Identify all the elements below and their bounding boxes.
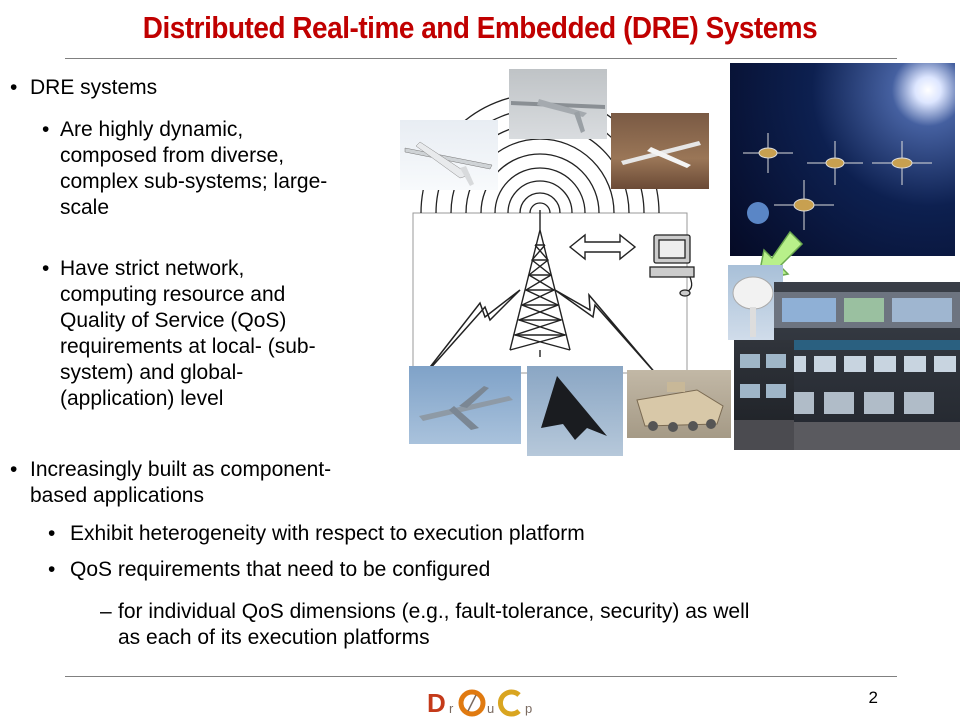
uav-photo-top: [509, 69, 607, 139]
sub-sub-bullet-qos-dimensions: for individual QoS dimensions (e.g., fau…: [118, 600, 750, 649]
satellite-dish-photo: [728, 265, 783, 340]
uav-photo-left: [400, 120, 498, 190]
svg-text:r: r: [449, 701, 454, 716]
bullet-marker: •: [42, 257, 50, 280]
doc-group-logo: D r u p: [427, 688, 532, 718]
network-diagram: [412, 95, 695, 381]
uav-photo-desert: [611, 113, 709, 189]
bullet-marker: •: [48, 558, 56, 581]
sub-bullet-qos-configured: QoS requirements that need to be configu…: [70, 558, 491, 581]
sub-bullet-highly-dynamic: Are highly dynamic, composed from divers…: [60, 118, 328, 219]
svg-text:p: p: [525, 701, 532, 716]
logo-letter-d: D: [427, 688, 446, 718]
bullet-marker: •: [42, 118, 50, 141]
sub-bullet-heterogeneity: Exhibit heterogeneity with respect to ex…: [70, 522, 585, 545]
control-room-photo: [774, 282, 960, 450]
page-number: 2: [868, 688, 878, 707]
bullet-marker: •: [10, 76, 18, 99]
dash-marker: –: [100, 600, 112, 623]
slide-title: Distributed Real-time and Embedded (DRE)…: [142, 10, 818, 45]
bullet-marker: •: [10, 458, 18, 481]
stealth-bomber-photo: [527, 366, 623, 456]
bullet-marker: •: [48, 522, 56, 545]
satellite-photo: [730, 63, 955, 256]
fighter-jet-photo: [409, 366, 521, 444]
title-divider: [65, 58, 897, 59]
svg-text:D: D: [427, 688, 446, 718]
computer-icon: [649, 234, 695, 297]
control-room-photo-left: [734, 340, 794, 450]
footer-divider: [65, 676, 897, 677]
svg-text:u: u: [487, 701, 494, 716]
bullet-dre-systems: DRE systems: [30, 76, 158, 99]
sub-bullet-strict-requirements: Have strict network, computing resource …: [60, 257, 316, 410]
armored-vehicle-photo: [627, 370, 731, 438]
bullet-component-based: Increasingly built as component- based a…: [30, 458, 332, 507]
double-arrow-icon: [568, 233, 637, 261]
